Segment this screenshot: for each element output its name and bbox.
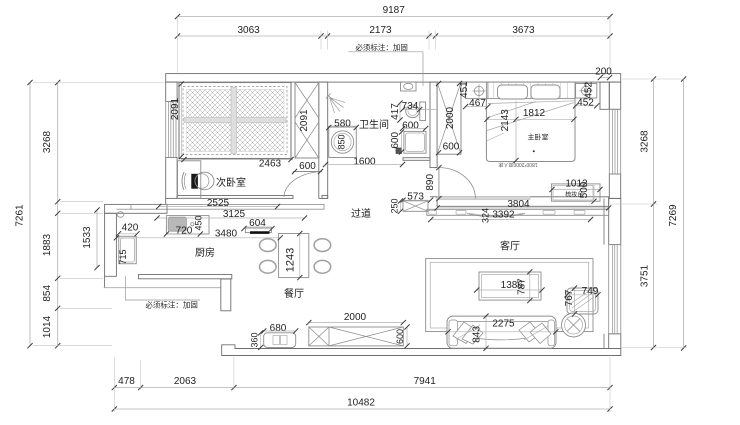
svg-text:2063: 2063 <box>174 376 197 387</box>
svg-text:600: 600 <box>443 141 460 152</box>
svg-text:600: 600 <box>402 120 419 131</box>
svg-text:7941: 7941 <box>414 376 437 387</box>
svg-text:7269: 7269 <box>668 204 679 227</box>
svg-text:3804: 3804 <box>507 199 530 210</box>
svg-text:451: 451 <box>459 81 470 98</box>
svg-text:452: 452 <box>577 98 594 109</box>
svg-text:573: 573 <box>407 191 424 202</box>
svg-text:必须标注：加固: 必须标注：加固 <box>145 300 198 310</box>
svg-text:478: 478 <box>118 376 135 387</box>
svg-text:500: 500 <box>579 181 590 198</box>
svg-text:3392: 3392 <box>492 209 515 220</box>
svg-text:890: 890 <box>425 174 436 191</box>
svg-text:767: 767 <box>564 289 575 306</box>
svg-text:1012: 1012 <box>565 178 588 189</box>
svg-text:1812: 1812 <box>523 108 546 119</box>
svg-text:450: 450 <box>194 215 204 230</box>
svg-text:2173: 2173 <box>369 25 392 36</box>
svg-text:2275: 2275 <box>492 318 515 329</box>
svg-text:749: 749 <box>582 286 599 297</box>
svg-text:467: 467 <box>469 98 486 109</box>
svg-text:600: 600 <box>390 132 401 149</box>
svg-text:787: 787 <box>517 278 528 295</box>
svg-text:1533: 1533 <box>82 226 93 249</box>
svg-text:1014: 1014 <box>42 315 53 338</box>
svg-text:2091: 2091 <box>170 97 181 120</box>
svg-text:必须标注：加固: 必须标注：加固 <box>355 42 408 52</box>
svg-text:主卧室: 主卧室 <box>528 133 549 142</box>
svg-text:2463: 2463 <box>259 159 282 170</box>
svg-text:850: 850 <box>337 134 347 149</box>
svg-text:680: 680 <box>270 323 287 334</box>
svg-text:过道: 过道 <box>351 207 371 220</box>
svg-text:梳妆台: 梳妆台 <box>565 191 583 199</box>
svg-text:2000: 2000 <box>344 312 367 323</box>
svg-text:3268: 3268 <box>42 130 53 153</box>
svg-text:1883: 1883 <box>42 233 53 256</box>
svg-text:420: 420 <box>122 223 139 234</box>
svg-text:604: 604 <box>249 218 266 229</box>
svg-text:1386: 1386 <box>501 280 524 291</box>
svg-text:3268: 3268 <box>640 130 651 153</box>
svg-text:600: 600 <box>299 161 316 172</box>
svg-text:2091: 2091 <box>299 109 310 132</box>
svg-text:324: 324 <box>481 208 491 223</box>
svg-text:1800*2000双人床: 1800*2000双人床 <box>498 161 537 168</box>
svg-text:200: 200 <box>595 67 612 78</box>
svg-text:7261: 7261 <box>15 204 26 227</box>
svg-text:3751: 3751 <box>640 264 651 287</box>
svg-text:2143: 2143 <box>500 109 511 132</box>
svg-text:843: 843 <box>472 326 483 343</box>
svg-text:3125: 3125 <box>223 209 246 220</box>
svg-text:2000: 2000 <box>445 106 456 129</box>
svg-text:715: 715 <box>118 249 128 264</box>
svg-text:10482: 10482 <box>347 398 375 409</box>
svg-text:客厅: 客厅 <box>500 240 520 253</box>
svg-text:次卧室: 次卧室 <box>216 176 246 189</box>
svg-text:720: 720 <box>176 225 193 236</box>
svg-text:452: 452 <box>584 82 595 99</box>
svg-text:600: 600 <box>395 329 405 344</box>
svg-text:厨房: 厨房 <box>195 246 215 259</box>
svg-text:餐厅: 餐厅 <box>284 287 304 300</box>
svg-text:417: 417 <box>390 103 401 120</box>
svg-text:360: 360 <box>250 332 260 347</box>
svg-text:854: 854 <box>42 285 53 302</box>
svg-text:1600: 1600 <box>353 157 376 168</box>
svg-text:卫生间: 卫生间 <box>359 118 389 131</box>
svg-text:2525: 2525 <box>207 198 230 209</box>
svg-text:1243: 1243 <box>284 248 296 272</box>
svg-text:250: 250 <box>390 198 400 213</box>
svg-text:3673: 3673 <box>512 25 535 36</box>
svg-text:9187: 9187 <box>383 5 406 16</box>
svg-text:580: 580 <box>334 119 351 130</box>
svg-text:3063: 3063 <box>237 25 260 36</box>
svg-text:734: 734 <box>402 101 419 112</box>
svg-text:3480: 3480 <box>215 229 238 240</box>
